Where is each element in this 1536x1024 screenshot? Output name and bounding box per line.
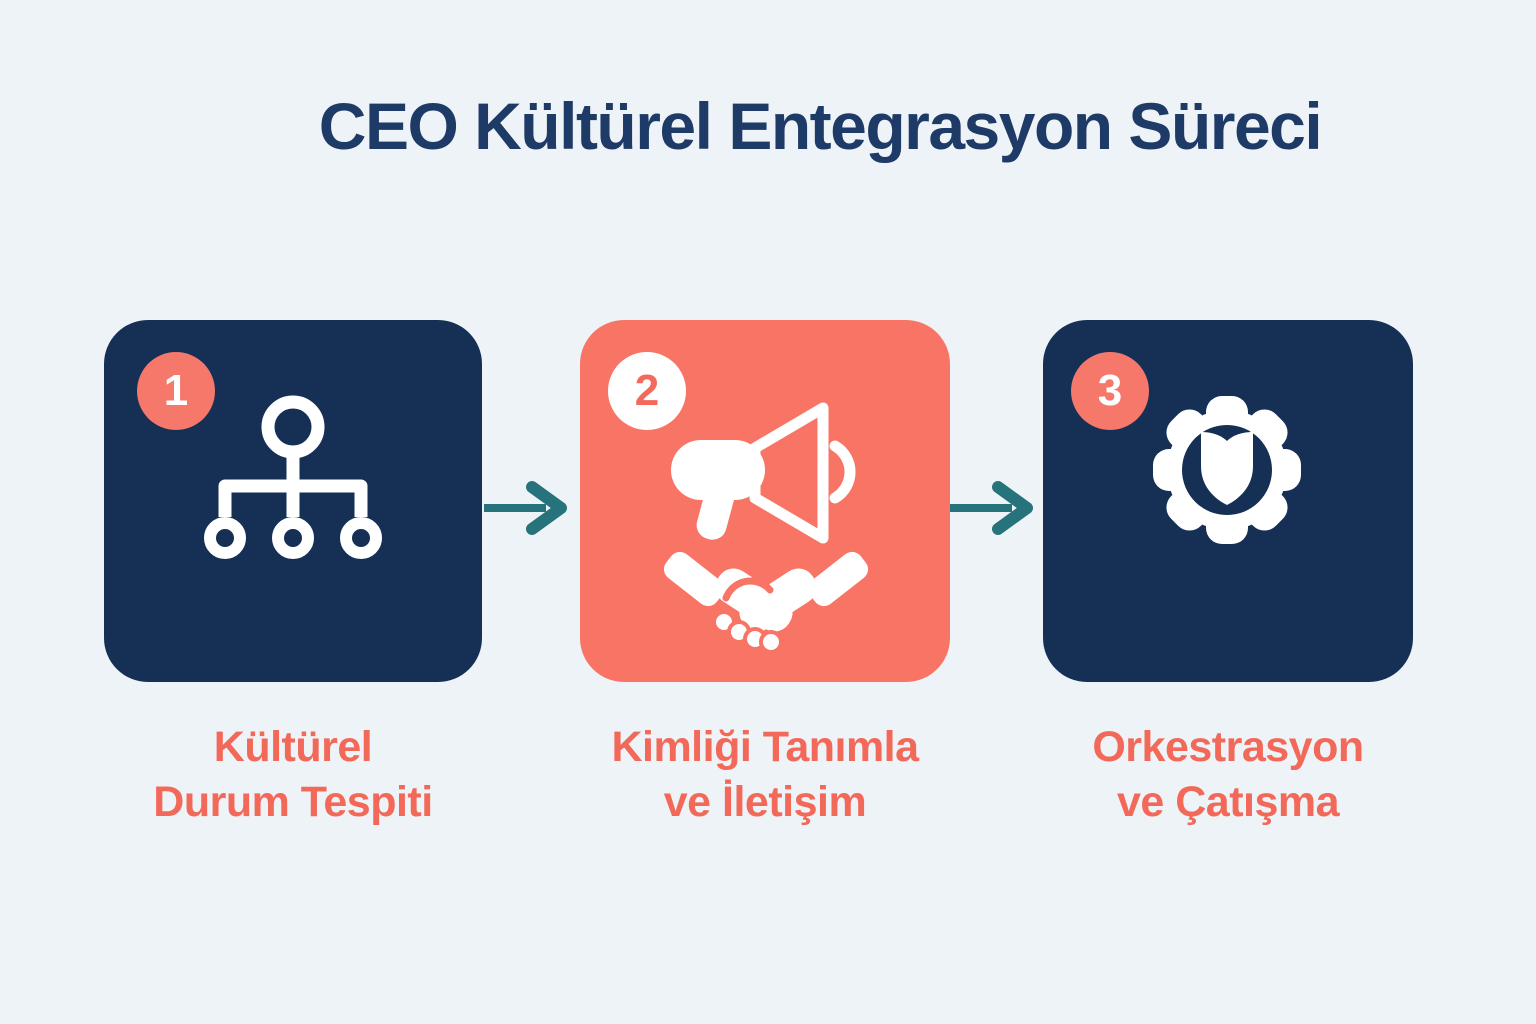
step-box-3: 3 — [1043, 320, 1413, 682]
step-box-1: 1 — [104, 320, 482, 682]
step-1-label-line2: Durum Tespiti — [153, 778, 433, 827]
org-chart-icon — [204, 395, 382, 559]
step-1-label: Kültürel Durum Tespiti — [104, 720, 482, 830]
step-3-label: Orkestrasyon ve Çatışma — [1043, 720, 1413, 830]
step-box-2: 2 — [580, 320, 950, 682]
step-1-number-badge: 1 — [137, 352, 215, 430]
step-3-number-badge: 3 — [1071, 352, 1149, 430]
gear-shield-icon — [1153, 396, 1301, 544]
step-2-number-badge: 2 — [608, 352, 686, 430]
step-2-label: Kimliği Tanımla ve İletişim — [580, 720, 950, 830]
arrow-right-icon — [950, 481, 1033, 535]
step-1-label-line1: Kültürel — [213, 723, 373, 771]
step-2-label-line1: Kimliği Tanımla — [611, 723, 919, 771]
step-3-label-line1: Orkestrasyon — [1092, 723, 1364, 771]
megaphone-icon — [671, 402, 856, 544]
step-3-label-line2: ve Çatışma — [1116, 778, 1340, 827]
page-title: CEO Kültürel Entegrasyon Süreci — [318, 89, 1323, 163]
step-2-label-line2: ve İletişim — [663, 778, 867, 827]
handshake-icon — [663, 551, 869, 654]
arrow-right-icon — [484, 481, 567, 535]
